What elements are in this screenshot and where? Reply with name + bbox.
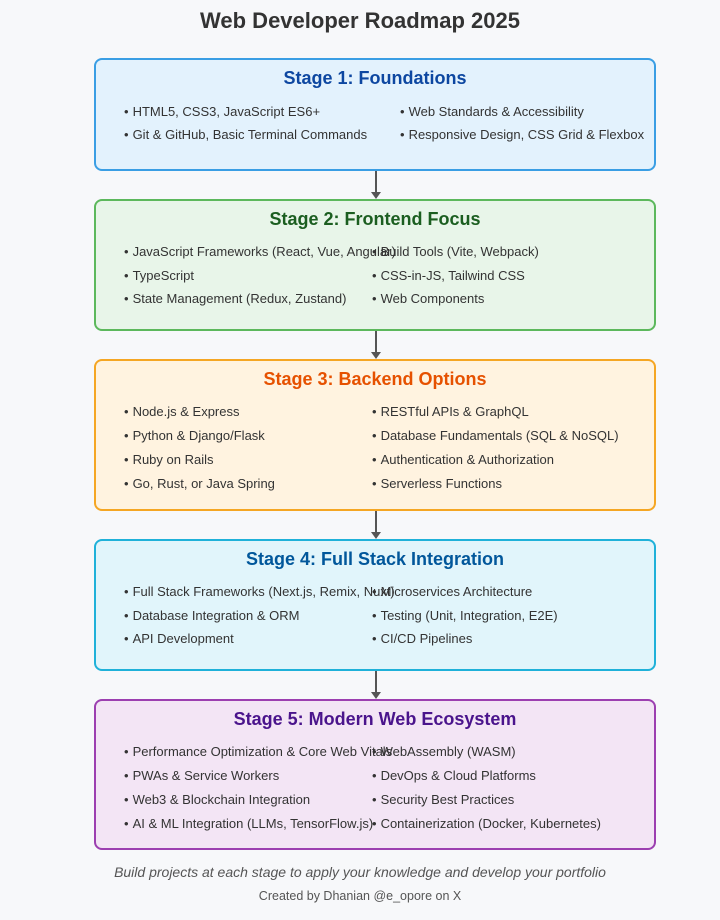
stage-5-right-item: Security Best Practices [372,792,515,807]
stage-4-right-item: Testing (Unit, Integration, E2E) [372,608,558,623]
stage-4-right-item: Microservices Architecture [372,584,533,599]
stage-2-title: Stage 2: Frontend Focus [269,209,481,229]
stage-5-box: Stage 5: Modern Web EcosystemPerformance… [94,699,656,850]
stage-5-right-item: WebAssembly (WASM) [372,744,516,759]
stage-1-title: Stage 1: Foundations [283,68,467,88]
stage-3-right-item: Serverless Functions [372,476,502,491]
stage-3-right-item: Authentication & Authorization [372,452,554,467]
stage-2-right-item: Web Components [372,291,485,306]
stage-5-left-item: Web3 & Blockchain Integration [124,792,311,807]
stage-3-left-item: Ruby on Rails [124,452,214,467]
stage-1-left-item: HTML5, CSS3, JavaScript ES6+ [124,104,321,119]
stage-2-left-item: TypeScript [124,268,194,283]
stage-1-right-item: Web Standards & Accessibility [400,104,584,119]
stage-4-left-item: Database Integration & ORM [124,608,300,623]
stage-5-right-item: DevOps & Cloud Platforms [372,768,536,783]
stage-4-title: Stage 4: Full Stack Integration [245,549,505,569]
stage-3-title: Stage 3: Backend Options [263,369,487,389]
connector-arrow [375,671,377,692]
stage-3-left-item: Node.js & Express [124,404,240,419]
stage-1-left-item: Git & GitHub, Basic Terminal Commands [124,127,368,142]
stage-2-right-item: Build Tools (Vite, Webpack) [372,244,539,259]
stage-5-left-item: PWAs & Service Workers [124,768,280,783]
stage-5-title: Stage 5: Modern Web Ecosystem [233,709,517,729]
stage-5-left-item: Performance Optimization & Core Web Vita… [124,744,393,759]
stage-4-left-item: Full Stack Frameworks (Next.js, Remix, N… [124,584,395,599]
page-title: Web Developer Roadmap 2025 [200,8,520,33]
tagline: Build projects at each stage to apply yo… [114,864,606,880]
stage-2-left-item: State Management (Redux, Zustand) [124,291,347,306]
connector-arrow [375,511,377,532]
connector-arrow [375,331,377,352]
stage-4-left-item: API Development [124,631,234,646]
stage-1-box: Stage 1: FoundationsHTML5, CSS3, JavaScr… [94,58,656,171]
stage-3-box: Stage 3: Backend OptionsNode.js & Expres… [94,359,656,511]
stage-5-right-item: Containerization (Docker, Kubernetes) [372,816,601,831]
stage-3-right-item: RESTful APIs & GraphQL [372,404,529,419]
credit: Created by Dhanian @e_opore on X [258,889,462,903]
arrow-head-icon [371,692,381,699]
stage-4-box: Stage 4: Full Stack IntegrationFull Stac… [94,539,656,671]
connector-arrow [375,171,377,192]
stage-2-left-item: JavaScript Frameworks (React, Vue, Angul… [124,244,396,259]
stage-4-right-item: CI/CD Pipelines [372,631,473,646]
stage-2-right-item: CSS-in-JS, Tailwind CSS [372,268,525,283]
stage-3-left-item: Python & Django/Flask [124,428,265,443]
stage-2-box: Stage 2: Frontend FocusJavaScript Framew… [94,199,656,331]
arrow-head-icon [371,352,381,359]
stage-5-left-item: AI & ML Integration (LLMs, TensorFlow.js… [124,816,374,831]
arrow-head-icon [371,532,381,539]
stage-3-right-item: Database Fundamentals (SQL & NoSQL) [372,428,619,443]
arrow-head-icon [371,192,381,199]
stage-1-right-item: Responsive Design, CSS Grid & Flexbox [400,127,645,142]
stage-3-left-item: Go, Rust, or Java Spring [124,476,275,491]
